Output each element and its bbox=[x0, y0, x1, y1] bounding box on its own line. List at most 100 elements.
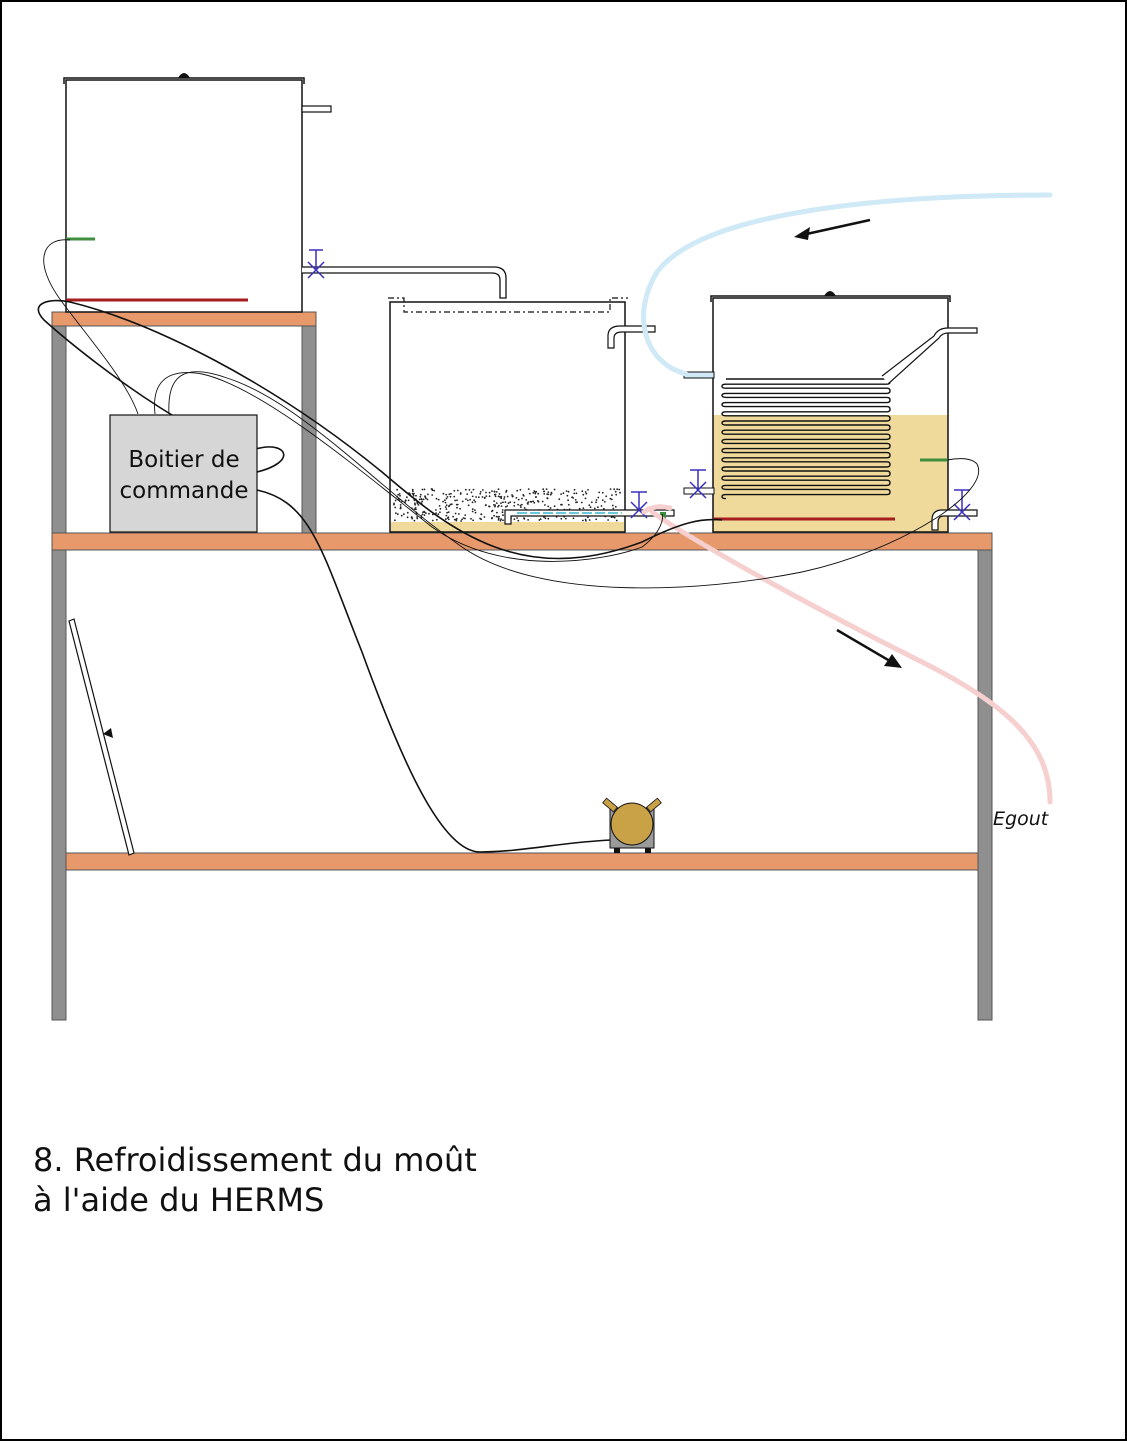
grain-dot bbox=[515, 497, 518, 499]
grain-dot bbox=[615, 519, 618, 522]
grain-dot bbox=[527, 519, 529, 521]
herms-lid bbox=[710, 295, 951, 302]
grain-dot bbox=[474, 511, 477, 514]
side-board bbox=[68, 618, 135, 856]
grain-dot bbox=[609, 497, 612, 500]
grain-dot bbox=[573, 492, 576, 495]
grain-dot bbox=[416, 517, 419, 520]
grain-dot bbox=[504, 506, 507, 508]
grain-dot bbox=[595, 499, 598, 501]
grain-dot bbox=[418, 498, 421, 501]
grain-dot bbox=[497, 517, 500, 520]
grain-dot bbox=[466, 499, 469, 502]
grain-dot bbox=[601, 491, 604, 494]
grain-dot bbox=[521, 497, 523, 500]
grain-dot bbox=[532, 491, 535, 494]
grain-dot bbox=[544, 504, 546, 506]
grain-dot bbox=[395, 512, 397, 515]
grain-dot bbox=[582, 519, 584, 522]
grain-dot bbox=[589, 506, 592, 509]
grain-dot bbox=[479, 491, 482, 493]
grain-dot bbox=[474, 509, 476, 511]
cold-water-hose bbox=[641, 192, 1053, 377]
pump bbox=[602, 797, 662, 853]
herms-water bbox=[713, 415, 948, 532]
grain-dot bbox=[413, 508, 416, 510]
grain-dot bbox=[513, 505, 516, 507]
grain-dot bbox=[483, 496, 486, 499]
grain-dot bbox=[426, 498, 429, 501]
coil-loop bbox=[721, 451, 891, 463]
cold-water-hose-line bbox=[641, 192, 1053, 377]
grain-dot bbox=[553, 488, 556, 491]
grain-dot bbox=[610, 516, 613, 518]
grain-dot bbox=[529, 500, 532, 503]
grain-dot bbox=[470, 517, 472, 520]
coil-loop bbox=[721, 424, 891, 435]
grain-dot bbox=[435, 509, 437, 511]
grain-dot bbox=[613, 488, 616, 491]
grain-dot bbox=[534, 491, 537, 494]
grain-dot bbox=[612, 507, 615, 510]
grain-dot bbox=[544, 517, 547, 520]
top-shelf bbox=[51, 311, 317, 327]
grain-dot bbox=[467, 504, 470, 507]
hlt-outlet-pipe bbox=[302, 266, 507, 299]
grain-dot bbox=[502, 519, 504, 522]
grain-dot bbox=[619, 491, 621, 494]
grain-dot bbox=[475, 496, 477, 498]
grain-dot bbox=[517, 519, 520, 522]
coil-loop bbox=[721, 415, 891, 426]
grain-dot bbox=[452, 515, 454, 518]
grain-dot bbox=[506, 505, 509, 507]
grain-dot bbox=[445, 497, 448, 500]
grain-dot bbox=[516, 517, 518, 519]
caption-line-1: 8. Refroidissement du moût bbox=[33, 1141, 477, 1179]
coil-loop bbox=[721, 442, 891, 454]
grain-dot bbox=[471, 510, 474, 513]
grain-dot bbox=[439, 511, 441, 514]
cold-water-flow-arrow bbox=[801, 218, 871, 237]
grain-dot bbox=[422, 498, 425, 501]
grain-dot bbox=[499, 519, 502, 522]
grain-dot bbox=[500, 518, 502, 521]
grain-dot bbox=[454, 499, 456, 502]
grain-dot bbox=[501, 511, 504, 514]
grain-dot bbox=[423, 510, 425, 513]
grain-dot bbox=[485, 495, 488, 497]
grain-dot bbox=[539, 518, 542, 520]
grain-dot bbox=[575, 501, 577, 504]
grain-dot bbox=[549, 493, 552, 496]
grain-dot bbox=[483, 516, 486, 518]
drain-hose-line bbox=[649, 509, 1053, 805]
grain-dot bbox=[471, 495, 474, 498]
stand-legs bbox=[51, 319, 993, 1021]
grain-dot bbox=[547, 491, 550, 493]
grain-dot bbox=[444, 499, 446, 502]
grain-dot bbox=[468, 489, 471, 491]
grain-dot bbox=[572, 497, 575, 499]
grain-dot bbox=[550, 491, 553, 494]
grain-dot bbox=[580, 501, 583, 504]
grain-dot bbox=[473, 499, 476, 502]
herms-coil bbox=[721, 378, 891, 500]
grain-dot bbox=[609, 488, 612, 490]
grain-dot bbox=[477, 496, 480, 499]
grain-dot bbox=[493, 514, 495, 517]
grain-dot bbox=[459, 507, 461, 510]
grain-dot bbox=[458, 513, 460, 515]
pump-port-right bbox=[646, 797, 662, 813]
grain-dot bbox=[488, 495, 491, 498]
coil-loop bbox=[721, 461, 891, 472]
grain-dot bbox=[496, 511, 498, 514]
grain-dot bbox=[584, 497, 587, 500]
grain-dot bbox=[543, 493, 546, 495]
grain-dot bbox=[533, 490, 536, 492]
grain-dot bbox=[482, 489, 484, 491]
grain-dot bbox=[587, 489, 589, 491]
grain-dot bbox=[402, 513, 405, 516]
drain-label: Egout bbox=[993, 808, 1050, 830]
grain-dot bbox=[394, 499, 397, 502]
grain-dot bbox=[406, 496, 408, 499]
